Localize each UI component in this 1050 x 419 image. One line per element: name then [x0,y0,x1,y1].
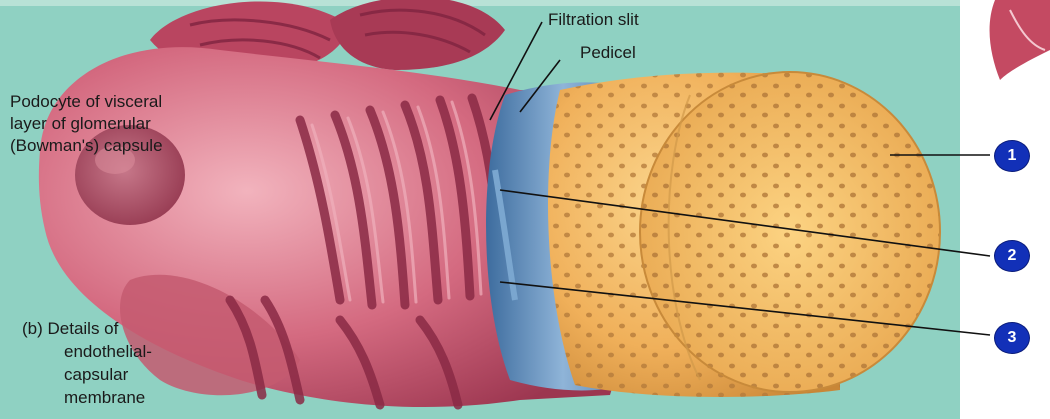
vessel-fragment [990,0,1050,80]
caption-line1: (b) Details of [22,318,118,339]
label-podocyte-line3: (Bowman's) capsule [10,135,163,156]
caption-line2: endothelial- [64,341,152,362]
label-filtration-slit: Filtration slit [548,9,639,30]
label-podocyte-line2: layer of glomerular [10,113,151,134]
label-pedicel: Pedicel [580,42,636,63]
caption-line4: membrane [64,387,145,408]
callout-badge-2: 2 [995,241,1029,271]
label-podocyte-line1: Podocyte of visceral [10,91,162,112]
callout-badge-3: 3 [995,323,1029,353]
callout-badge-1: 1 [995,141,1029,171]
caption-line3: capsular [64,364,128,385]
